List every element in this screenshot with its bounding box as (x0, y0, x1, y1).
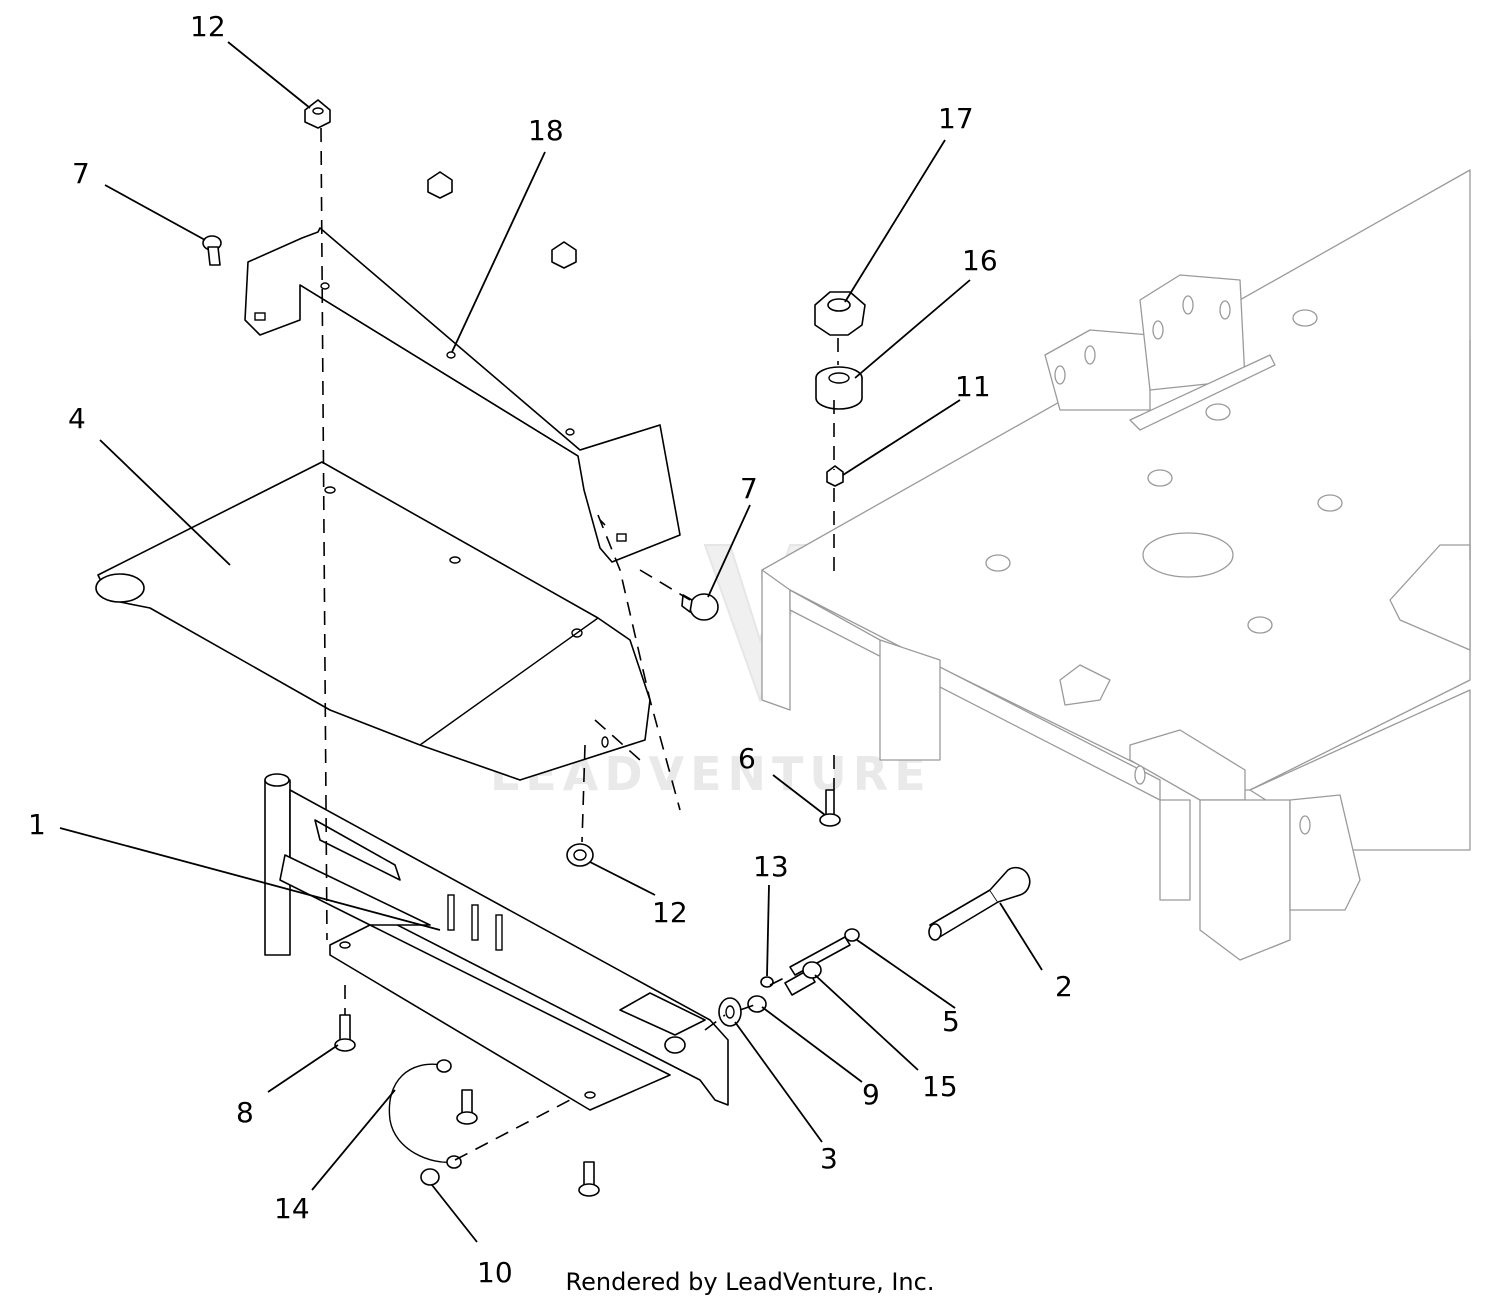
callout-1: 1 (28, 808, 46, 841)
callout-12-lower: 12 (652, 896, 688, 929)
part-18-cover (244, 227, 681, 563)
callout-9: 9 (862, 1078, 880, 1111)
footer-credit: Rendered by LeadVenture, Inc. (0, 1268, 1500, 1296)
callout-16: 16 (962, 244, 998, 277)
leader-lines (59, 41, 1043, 1243)
callout-7-knob: 7 (740, 472, 758, 505)
callout-4: 4 (68, 402, 86, 435)
callout-13: 13 (753, 850, 789, 883)
callout-11: 11 (955, 370, 991, 403)
callout-3: 3 (820, 1142, 838, 1175)
hardware (202, 99, 1031, 1197)
assembly-lines (320, 127, 839, 1161)
callout-15: 15 (922, 1070, 958, 1103)
deck-frame (761, 169, 1471, 961)
footer-credit-text: Rendered by LeadVenture, Inc. (565, 1268, 935, 1296)
callout-18: 18 (528, 114, 564, 147)
callout-6: 6 (738, 742, 756, 775)
callout-10: 10 (477, 1256, 513, 1289)
callout-12-top: 12 (190, 10, 226, 43)
callout-8: 8 (236, 1096, 254, 1129)
part-4-deflector (95, 461, 651, 781)
callout-7-top: 7 (72, 157, 90, 190)
callout-14: 14 (274, 1192, 310, 1225)
callout-5: 5 (942, 1005, 960, 1038)
part-1-bracket (264, 773, 729, 1111)
callout-17: 17 (938, 102, 974, 135)
callout-labels: 12 7 18 17 16 11 4 7 6 1 12 13 2 5 15 9 … (28, 10, 1073, 1289)
callout-2: 2 (1055, 970, 1073, 1003)
